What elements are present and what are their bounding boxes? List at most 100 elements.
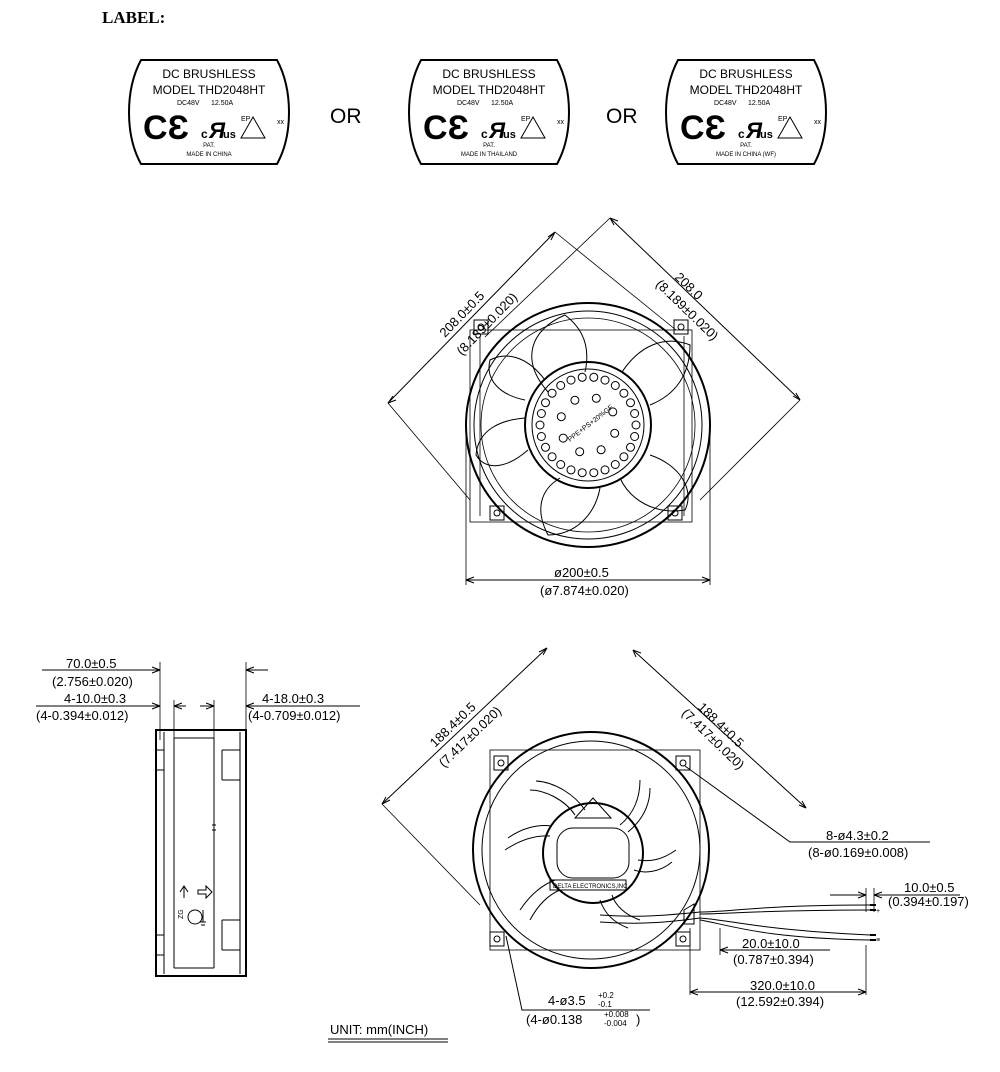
label-line1: DC BRUSHLESS	[699, 67, 792, 81]
rear-hub	[542, 802, 644, 904]
hub-vent-hole	[566, 465, 576, 475]
hub-inner-hole	[610, 428, 620, 438]
front-hub-vent-holes	[535, 372, 641, 478]
label-ep: EP	[778, 116, 788, 123]
label-xx: xx	[277, 119, 285, 126]
hub-vent-hole	[619, 388, 629, 398]
svg-text:Я: Я	[745, 118, 763, 143]
triangle-mark-icon	[520, 115, 546, 139]
label-voltage: DC48V	[457, 100, 480, 107]
svg-text:≡: ≡	[876, 937, 880, 944]
front-corner-hole-br	[667, 505, 683, 521]
hub-vent-hole	[626, 398, 635, 408]
hub-vent-hole	[547, 388, 557, 398]
rear-corner-hole-br	[675, 931, 691, 947]
label-xx: xx	[557, 119, 565, 126]
label-origin: MADE IN CHINA	[186, 152, 231, 158]
front-dim-diameter-mm: ø200±0.5	[554, 565, 609, 580]
label-current: 12.50A	[491, 100, 514, 107]
hub-inner-hole	[608, 407, 618, 417]
or-separator-1: OR	[330, 105, 362, 128]
svg-text:Я: Я	[208, 118, 226, 143]
label-origin: MADE IN CHINA (WF)	[716, 152, 776, 158]
hub-vent-hole	[600, 375, 610, 385]
rear-sticker-text: DELTA ELECTRONICS,INC.	[553, 884, 629, 890]
svg-text:+: +	[876, 908, 880, 915]
side-dim-right-inch: (4-0.709±0.012)	[248, 708, 340, 723]
front-view: PPE+PS+20%GF 208.0±0.5 (8.189±0.020) 208…	[387, 217, 801, 598]
label-voltage: DC48V	[177, 100, 200, 107]
rear-dim-mount-inch: (4-ø0.138 +0.008 -0.004 )	[526, 1010, 640, 1028]
hub-vent-hole	[547, 452, 557, 462]
ce-mark-icon: CƐ	[680, 109, 726, 147]
label-ep: EP	[521, 116, 531, 123]
hub-vent-hole	[556, 460, 566, 469]
label-voltage: DC48V	[714, 100, 737, 107]
hub-vent-hole	[577, 372, 587, 382]
hub-vent-hole	[577, 468, 587, 478]
label-xx: xx	[814, 119, 822, 126]
label-origin: MADE IN THAILAND	[461, 152, 518, 158]
label-variants: DC BRUSHLESS MODEL THD2048HT DC48V 12.50A EP…	[128, 59, 827, 165]
hub-inner-hole	[556, 412, 566, 422]
hub-inner-hole	[570, 395, 580, 405]
rear-sticker	[549, 879, 627, 891]
svg-text:+0.2: +0.2	[598, 991, 614, 1000]
svg-text:Я: Я	[488, 118, 506, 143]
rear-dim-lead-b-mm: 320.0±10.0	[750, 978, 815, 993]
hub-vent-hole	[610, 381, 620, 390]
side-dim-width-mm: 70.0±0.5	[66, 656, 117, 671]
label-current: 12.50A	[211, 100, 234, 107]
hub-vent-hole	[536, 409, 546, 418]
label-pat: PAT.	[740, 143, 752, 149]
unit-underline	[328, 1038, 448, 1043]
rear-view: DELTA ELECTRONICS,INC. 188.4±0.5 (7.417±…	[381, 647, 969, 1028]
rear-outer-ring	[472, 731, 710, 969]
unit-note: UNIT: mm(INCH)	[330, 1022, 428, 1037]
rear-dim-lead-a-mm: 20.0±10.0	[742, 936, 800, 951]
airflow-arrow-icon	[197, 884, 213, 900]
side-body	[155, 729, 247, 977]
hub-vent-hole	[589, 468, 599, 478]
hub-inner-hole	[591, 393, 601, 403]
hub-vent-hole	[535, 420, 545, 430]
front-frame-corners	[469, 319, 693, 523]
hub-inner-hole	[596, 445, 606, 455]
front-corner-hole-tl	[473, 319, 489, 335]
rear-dim-lead-b-inch: (12.592±0.394)	[736, 994, 824, 1009]
rear-corner-hole-bl	[489, 931, 505, 947]
front-dim-left-inch: (8.189±0.020)	[453, 289, 520, 358]
hub-vent-hole	[630, 432, 640, 441]
side-dim-right-mm: 4-18.0±0.3	[262, 691, 324, 706]
svg-text:): )	[636, 1012, 640, 1027]
triangle-mark-icon	[240, 115, 266, 139]
front-dim-diameter-inch: (ø7.874±0.020)	[540, 583, 629, 598]
rear-dim-holes-inch: (8-ø0.169±0.008)	[808, 845, 908, 860]
rear-pcb-window	[556, 827, 630, 879]
label-line1: DC BRUSHLESS	[162, 67, 255, 81]
label-model: MODEL THD2048HT	[153, 83, 266, 97]
label-pat: PAT.	[203, 143, 215, 149]
label-outline	[665, 59, 827, 165]
ce-mark-icon: CƐ	[423, 109, 469, 147]
ce-mark-icon: CƐ	[143, 109, 189, 147]
hub-vent-hole	[556, 381, 566, 390]
rear-dim-holes-mm: 8-ø4.3±0.2	[826, 828, 889, 843]
side-dim-left-inch: (4-0.394±0.012)	[36, 708, 128, 723]
lead-wires: + ≡	[683, 903, 880, 944]
hub-vent-hole	[619, 452, 629, 462]
hub-vent-hole	[536, 432, 546, 441]
rear-spokes	[504, 779, 677, 929]
hub-inner-hole	[558, 433, 568, 443]
label-model: MODEL THD2048HT	[690, 83, 803, 97]
side-airflow-arrows	[179, 884, 213, 900]
hub-vent-hole	[589, 372, 599, 382]
rear-corner-hole-tr	[675, 755, 691, 771]
wire-grommet	[683, 903, 695, 925]
svg-text:us: us	[223, 129, 236, 141]
hub-vent-hole	[566, 375, 576, 385]
svg-text:(4-ø0.138: (4-ø0.138	[526, 1012, 582, 1027]
